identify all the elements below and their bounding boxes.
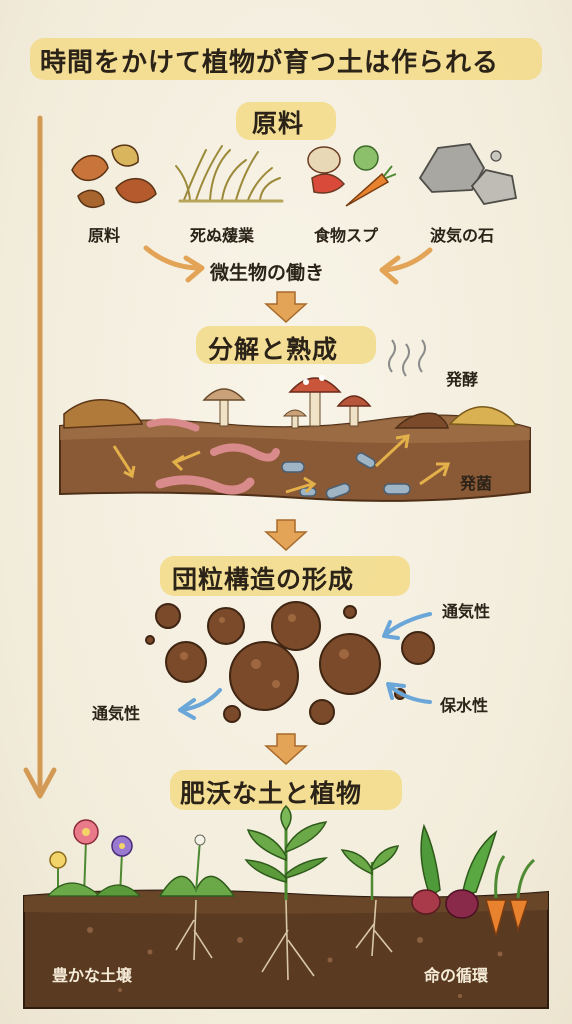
mushrooms-icon: [202, 375, 372, 429]
steam-icon: [388, 339, 426, 377]
block-arrow-1: [264, 291, 308, 324]
time-arrow: [23, 115, 57, 799]
label-material-2: 死ぬ蕿業: [190, 226, 255, 245]
compost-pile-icon: [394, 406, 518, 429]
label-aeration-right: 通気性: [442, 602, 491, 621]
block-arrow-2: [264, 519, 308, 552]
soil-aggregates-icon: [145, 601, 435, 725]
leaf-debris-icon: [63, 399, 144, 429]
roots-icon: [175, 899, 393, 981]
label-material-1: 原料: [88, 226, 121, 245]
food-scraps-icon: [307, 145, 397, 207]
seedlings-icon: [158, 804, 400, 900]
heading-materials: 原料: [252, 109, 305, 138]
title-highlight: [30, 38, 542, 80]
blue-arrows: [178, 612, 432, 720]
stones-icon: [418, 143, 518, 205]
heading-highlight-materials: [236, 102, 336, 140]
flow-arrows-materials: [143, 245, 433, 285]
soil-specks: [87, 927, 503, 998]
process-arrows-small: [112, 434, 451, 494]
flowers-icon: [46, 819, 142, 897]
label-material-3: 食物スプ: [314, 226, 379, 245]
heading-decomposition: 分解と熟成: [208, 335, 339, 364]
dead-grass-icon: [175, 145, 284, 203]
label-aeration-left: 通気性: [92, 704, 141, 723]
label-rich-soil: 豊かな土壌: [52, 966, 133, 985]
page-title: 時間をかけて植物が育つ土は作られる: [40, 48, 500, 78]
label-life-cycle: 命の循環: [424, 966, 489, 985]
label-water-retention: 保水性: [440, 696, 489, 715]
label-bacteria: 発菌: [460, 474, 493, 493]
worms-icon: [146, 418, 280, 495]
label-fermentation: 発酵: [446, 370, 479, 389]
label-microbe-work: 微生物の働き: [210, 262, 325, 284]
label-material-4: 波気の石: [430, 226, 495, 245]
heading-highlight-fertile: [170, 770, 402, 810]
vegetables-icon: [411, 823, 536, 939]
block-arrow-3: [264, 733, 308, 766]
heading-aggregate: 団粒構造の形成: [172, 565, 355, 594]
heading-highlight-aggregate: [160, 556, 410, 596]
heading-highlight-decomposition: [196, 326, 376, 364]
aggregate-texture: [180, 614, 349, 688]
leaves-icon: [71, 144, 157, 209]
heading-fertile: 肥沃な土と植物: [180, 779, 363, 808]
